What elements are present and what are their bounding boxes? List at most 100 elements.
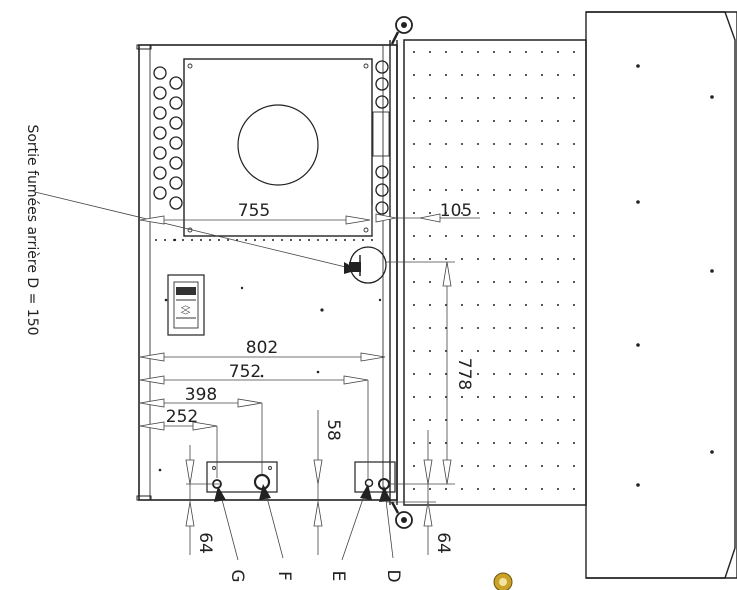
panel-dot xyxy=(573,396,575,398)
top-cover xyxy=(585,11,737,579)
manufacturer-logo xyxy=(493,572,513,590)
panel-dot xyxy=(413,304,415,306)
rivet-dot xyxy=(335,239,337,241)
rivet-dot xyxy=(164,239,166,241)
vent-hole xyxy=(169,156,183,170)
rivet-dot xyxy=(254,239,256,241)
panel-dot xyxy=(557,166,559,168)
panel-dot xyxy=(525,120,527,122)
panel-dot xyxy=(461,396,463,398)
vent-hole xyxy=(375,60,389,74)
vent-hole xyxy=(153,166,167,180)
panel-dot xyxy=(541,304,543,306)
panel-dot xyxy=(525,465,527,467)
panel-dot xyxy=(445,51,447,53)
panel-dot xyxy=(477,51,479,53)
panel-dot xyxy=(557,258,559,260)
rivet-dot xyxy=(281,239,283,241)
panel-dot xyxy=(429,419,431,421)
panel-dot xyxy=(429,212,431,214)
panel-dot xyxy=(461,442,463,444)
panel-dot xyxy=(429,442,431,444)
panel-dot xyxy=(557,350,559,352)
panel-dot xyxy=(557,189,559,191)
panel-dot xyxy=(509,488,511,490)
vent-hole xyxy=(169,176,183,190)
panel-dot xyxy=(541,327,543,329)
panel-dot xyxy=(493,419,495,421)
panel-dot xyxy=(413,189,415,191)
panel-dot xyxy=(429,304,431,306)
rivet-dot xyxy=(308,239,310,241)
panel-dot xyxy=(541,120,543,122)
panel-dot xyxy=(573,465,575,467)
panel-dot xyxy=(525,419,527,421)
panel-dot xyxy=(461,74,463,76)
panel-dot xyxy=(525,189,527,191)
panel-dot xyxy=(413,235,415,237)
panel-dot xyxy=(477,235,479,237)
panel-dot xyxy=(413,74,415,76)
vent-hole xyxy=(375,165,389,179)
panel-dot xyxy=(493,488,495,490)
panel-dot xyxy=(461,189,463,191)
panel-dot xyxy=(509,166,511,168)
panel-dot xyxy=(429,166,431,168)
panel-dot xyxy=(461,327,463,329)
panel-dot xyxy=(525,235,527,237)
panel-dot xyxy=(573,304,575,306)
vent-hole xyxy=(153,126,167,140)
panel-dot xyxy=(541,419,543,421)
hinge-top xyxy=(390,16,413,45)
panel-dot xyxy=(429,258,431,260)
panel-dot xyxy=(429,120,431,122)
panel-dot xyxy=(461,373,463,375)
dim-64-left-lines xyxy=(185,445,220,555)
rivet-dot xyxy=(155,239,157,241)
dim-252-lines xyxy=(139,421,218,478)
dim-778-lines xyxy=(385,261,455,485)
panel-dot xyxy=(557,488,559,490)
rivet-row xyxy=(155,239,373,241)
connection-label-e: E xyxy=(328,571,348,582)
side-note-leader xyxy=(34,191,359,274)
panel-dot xyxy=(413,488,415,490)
panel-dot xyxy=(461,465,463,467)
panel-dot xyxy=(525,166,527,168)
connection-label-d: D xyxy=(383,569,403,582)
panel-dot xyxy=(461,166,463,168)
dim-58-label: 58 xyxy=(323,419,343,441)
panel-dot xyxy=(429,327,431,329)
dim-64-left-label: 64 xyxy=(195,532,215,554)
panel-dot xyxy=(445,419,447,421)
panel-dot xyxy=(461,120,463,122)
panel-dot xyxy=(493,258,495,260)
panel-dot xyxy=(477,281,479,283)
panel-dot xyxy=(429,235,431,237)
connection-label-g: G xyxy=(227,569,247,582)
panel-dot xyxy=(557,465,559,467)
panel-dot xyxy=(557,304,559,306)
panel-dot xyxy=(541,143,543,145)
dim-398-label: 398 xyxy=(185,385,217,405)
panel-dot xyxy=(477,304,479,306)
dim-755-label: 755 xyxy=(238,201,270,221)
panel-dot xyxy=(477,488,479,490)
panel-dot xyxy=(477,419,479,421)
rivet-dot xyxy=(227,239,229,241)
panel-dot xyxy=(509,327,511,329)
panel-dot xyxy=(493,304,495,306)
panel-dot xyxy=(413,281,415,283)
panel-dot xyxy=(477,212,479,214)
panel-dot xyxy=(541,281,543,283)
panel-dot xyxy=(573,74,575,76)
panel-dot xyxy=(573,166,575,168)
panel-dot xyxy=(573,373,575,375)
panel-dot xyxy=(525,304,527,306)
panel-dot xyxy=(477,396,479,398)
vent-hole xyxy=(153,186,167,200)
dim-752-label: 752 xyxy=(229,362,261,382)
dim-58-lines xyxy=(313,410,323,555)
panel-dot xyxy=(509,373,511,375)
panel-dot xyxy=(525,212,527,214)
